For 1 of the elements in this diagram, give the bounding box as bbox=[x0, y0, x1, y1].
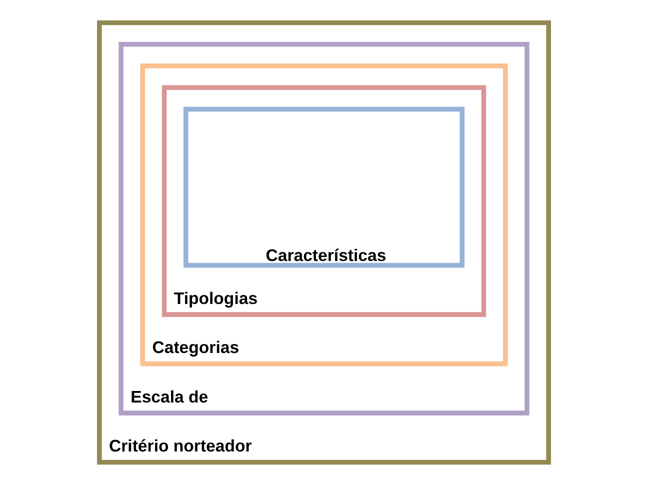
node-box: Características bbox=[183, 106, 465, 268]
